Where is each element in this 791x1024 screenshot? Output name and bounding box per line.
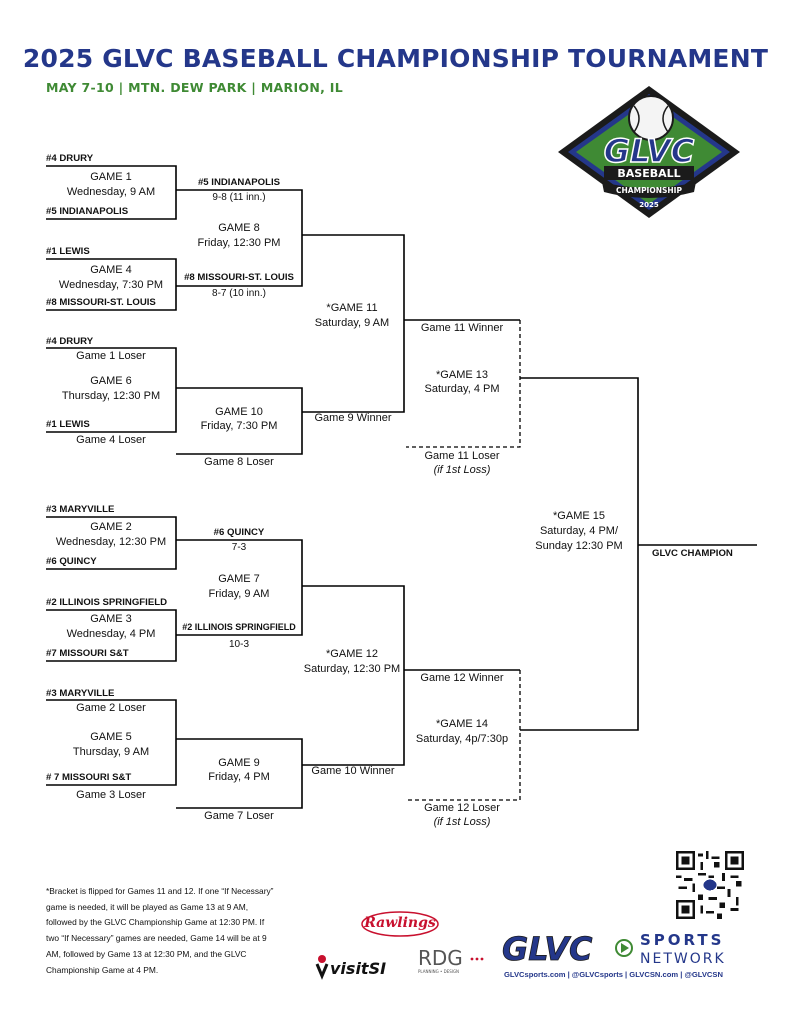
game8-time: Friday, 12:30 PM [197, 237, 281, 249]
game3-top-team: #2 ILLINOIS SPRINGFIELD [46, 597, 168, 608]
svg-text:Rawlings: Rawlings [363, 915, 436, 931]
svg-text:RDG: RDG [418, 946, 463, 970]
footnote: *Bracket is flipped for Games 11 and 12.… [46, 886, 274, 975]
svg-text:GLVC: GLVC [604, 132, 695, 170]
game3-time: Wednesday, 4 PM [66, 628, 156, 640]
game1-top-team: #4 DRURY [46, 153, 94, 164]
qr-code[interactable] [676, 851, 744, 919]
game2-time: Wednesday, 12:30 PM [55, 536, 167, 548]
svg-text:NETWORK: NETWORK [640, 951, 726, 967]
game5-top-team: #3 MARYVILLE [46, 688, 115, 699]
game4-bottom-team: #8 MISSOURI-ST. LOUIS [46, 297, 156, 308]
game14-title: *GAME 14 [436, 718, 488, 730]
game10-winner-label: Game 10 Winner [311, 765, 395, 777]
game10-time: Friday, 7:30 PM [200, 420, 278, 432]
glvc-sports-network-logo: GLVC SPORTS NETWORK [502, 930, 726, 968]
game15-time1: Saturday, 4 PM/ [539, 525, 619, 537]
event-details: MAY 7-10 | MTN. DEW PARK | MARION, IL [46, 80, 344, 95]
game6-top-sub: Game 1 Loser [76, 350, 146, 362]
game12-winner-label: Game 12 Winner [420, 672, 504, 684]
game11-winner-label: Game 11 Winner [420, 322, 504, 334]
game4-winner: #8 MISSOURI-ST. LOUIS [184, 272, 294, 283]
game4-score: 8-7 (10 inn.) [212, 288, 266, 299]
game3-title: GAME 3 [90, 613, 132, 625]
game6-title: GAME 6 [90, 375, 132, 387]
game4-title: GAME 4 [90, 264, 132, 276]
game7-time: Friday, 9 AM [208, 588, 270, 600]
game2-top-team: #3 MARYVILLE [46, 504, 115, 515]
game13-time: Saturday, 4 PM [424, 383, 500, 395]
svg-text:GLVC: GLVC [502, 930, 593, 968]
game10-title: GAME 10 [215, 406, 263, 418]
game5-bottom-sub: Game 3 Loser [76, 789, 146, 801]
game7-loser: Game 7 Loser [204, 810, 274, 822]
game6-time: Thursday, 12:30 PM [61, 390, 161, 402]
game7-title: GAME 7 [218, 573, 260, 585]
game5-time: Thursday, 9 AM [72, 746, 150, 758]
game2-title: GAME 2 [90, 521, 132, 533]
game2-winner: #6 QUINCY [213, 527, 265, 538]
game6-bottom-team: #1 LEWIS [46, 419, 90, 430]
game1-title: GAME 1 [90, 171, 132, 183]
game3-bottom-team: #7 MISSOURI S&T [46, 648, 129, 659]
svg-text:SPORTS: SPORTS [640, 931, 724, 949]
game8-loser: Game 8 Loser [204, 456, 274, 468]
game1-bottom-team: #5 INDIANAPOLIS [46, 206, 129, 217]
game6-bottom-sub: Game 4 Loser [76, 434, 146, 446]
game9-title: GAME 9 [218, 757, 260, 769]
game14-time: Saturday, 4p/7:30p [415, 733, 509, 745]
game3-winner: #2 ILLINOIS SPRINGFIELD [182, 622, 296, 632]
svg-text:2025: 2025 [639, 201, 659, 209]
svg-text:CHAMPIONSHIP: CHAMPIONSHIP [616, 186, 682, 195]
game1-time: Wednesday, 9 AM [66, 186, 156, 198]
game5-bottom-team: # 7 MISSOURI S&T [46, 772, 132, 783]
game2-bottom-team: #6 QUINCY [46, 556, 97, 567]
game12-time: Saturday, 12:30 PM [303, 663, 401, 675]
svg-text:BASEBALL: BASEBALL [617, 167, 680, 180]
game12-loser-label: Game 12 Loser [424, 802, 500, 814]
social-links[interactable]: GLVCsports.com | @GLVCsports | GLVCSN.co… [504, 970, 723, 979]
game3-score: 10-3 [228, 639, 249, 650]
game11-time: Saturday, 9 AM [314, 317, 390, 329]
game9-time: Friday, 4 PM [208, 771, 270, 783]
game9-winner-label: Game 9 Winner [314, 412, 392, 424]
game1-score: 9-8 (11 inn.) [212, 192, 266, 203]
page-title: 2025 GLVC BASEBALL CHAMPIONSHIP TOURNAME… [22, 44, 769, 73]
game12-title: *GAME 12 [326, 648, 378, 660]
champion-label: GLVC CHAMPION [652, 548, 733, 559]
game13-title: *GAME 13 [436, 369, 488, 381]
game1-winner: #5 INDIANAPOLIS [197, 177, 281, 188]
game2-score: 7-3 [231, 542, 247, 553]
game5-title: GAME 5 [90, 731, 132, 743]
game15-time2: Sunday 12:30 PM [535, 540, 623, 552]
game6-top-team: #4 DRURY [46, 336, 94, 347]
game4-time: Wednesday, 7:30 PM [58, 279, 164, 291]
glvc-championship-logo: GLVC BASEBALL CHAMPIONSHIP 2025 [558, 86, 740, 218]
rdg-logo: RDG PLANNING • DESIGN [418, 946, 484, 974]
visitsi-logo: visitSI [315, 955, 386, 980]
svg-text:visitSI: visitSI [330, 959, 386, 978]
svg-text:PLANNING • DESIGN: PLANNING • DESIGN [418, 969, 459, 974]
rawlings-logo: Rawlings [361, 911, 439, 937]
game11-loser-label: Game 11 Loser [424, 450, 500, 462]
game8-title: GAME 8 [218, 222, 260, 234]
game4-top-team: #1 LEWIS [46, 246, 90, 257]
game11-loser-note: (if 1st Loss) [433, 464, 491, 476]
game15-title: *GAME 15 [553, 510, 605, 522]
game12-loser-note: (if 1st Loss) [433, 816, 491, 828]
game5-top-sub: Game 2 Loser [76, 702, 146, 714]
game11-title: *GAME 11 [326, 302, 378, 314]
